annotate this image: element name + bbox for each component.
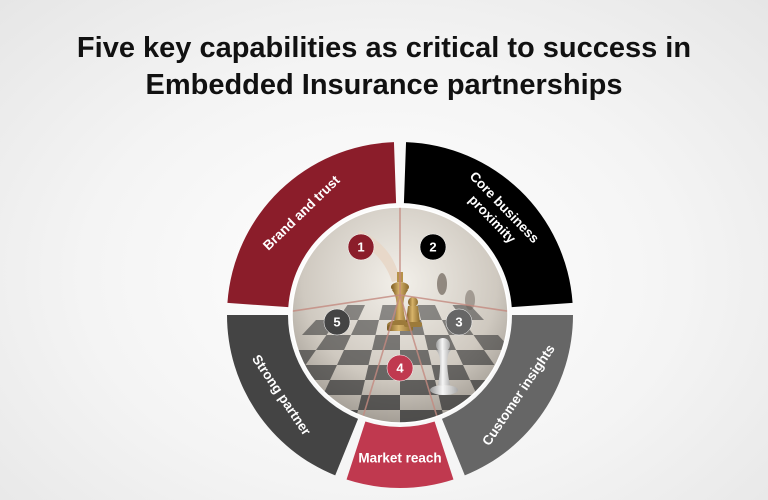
- number-badge-3: 3: [445, 308, 473, 336]
- center-spokes: [292, 207, 508, 417]
- badge-number: 1: [357, 240, 364, 255]
- outer-ring: [227, 142, 573, 488]
- badge-circle: [445, 308, 473, 336]
- badge-number: 2: [429, 240, 436, 255]
- number-badge-1: 1: [347, 233, 375, 261]
- spoke-line: [399, 294, 438, 417]
- segment-label-text: Market reach: [358, 451, 441, 466]
- board-square: [337, 350, 372, 365]
- badge-circle: [347, 233, 375, 261]
- badge-circle: [323, 308, 351, 336]
- board-square: [351, 320, 379, 335]
- center-photo-border: [291, 206, 509, 424]
- center-photo: [292, 207, 508, 423]
- board-square: [379, 305, 400, 320]
- ring-segment-4: [346, 421, 454, 488]
- gold-pawn-piece: [404, 297, 422, 327]
- title-line-2: Embedded Insurance partnerships: [145, 69, 623, 101]
- board-square: [323, 380, 365, 395]
- ring-segment-5: [227, 315, 359, 476]
- blurred-piece: [437, 273, 447, 295]
- board-square: [417, 305, 442, 320]
- board-square: [358, 395, 400, 410]
- spoke-line: [362, 294, 401, 417]
- page-title: Five key capabilities as critical to suc…: [0, 30, 768, 104]
- ring-segment-3: [441, 315, 573, 476]
- title-line-1: Five key capabilities as critical to suc…: [76, 32, 692, 64]
- badge-number: 5: [333, 315, 340, 330]
- badge-number: 3: [455, 315, 462, 330]
- number-badge-5: 5: [323, 308, 351, 336]
- blurred-piece: [465, 290, 475, 310]
- number-badge-2: 2: [419, 233, 447, 261]
- ring-segment-2: [403, 142, 573, 308]
- board-square: [473, 335, 508, 350]
- silver-knight-piece: [430, 338, 458, 395]
- badge-number: 4: [396, 361, 404, 376]
- board-square: [316, 335, 351, 350]
- number-badge-4: 4: [386, 354, 414, 382]
- spoke-line: [292, 294, 401, 313]
- spoke-line: [399, 294, 508, 313]
- badge-circle: [419, 233, 447, 261]
- segment-label-4: Market reach: [358, 451, 441, 466]
- ring-segment-1: [227, 142, 397, 308]
- number-badges: 1 2 3 4 5: [323, 233, 473, 382]
- board-square: [456, 350, 495, 365]
- badge-circle: [386, 354, 414, 382]
